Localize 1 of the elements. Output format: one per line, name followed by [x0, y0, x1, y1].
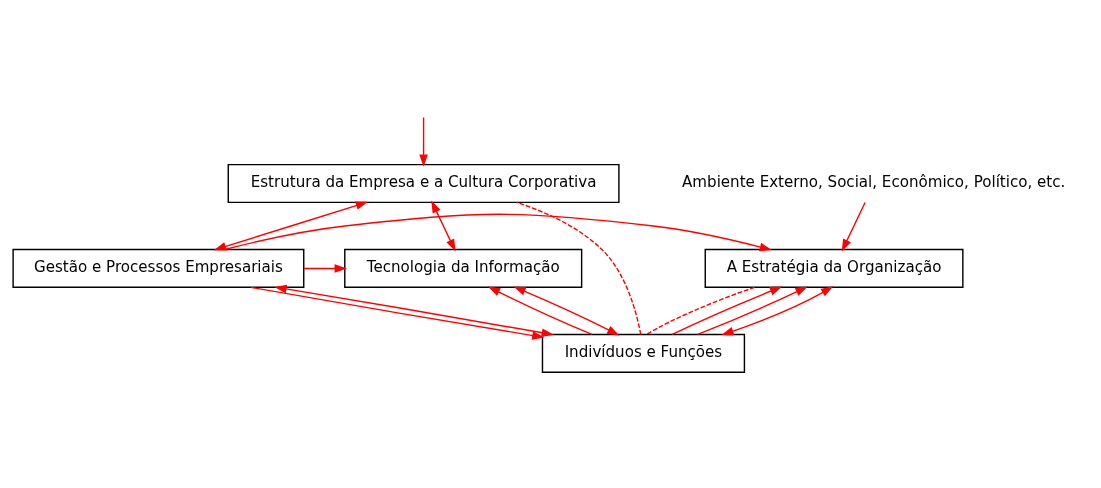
node-text: Ambiente Externo, Social, Econômico, Político, etc.: [682, 172, 1066, 191]
